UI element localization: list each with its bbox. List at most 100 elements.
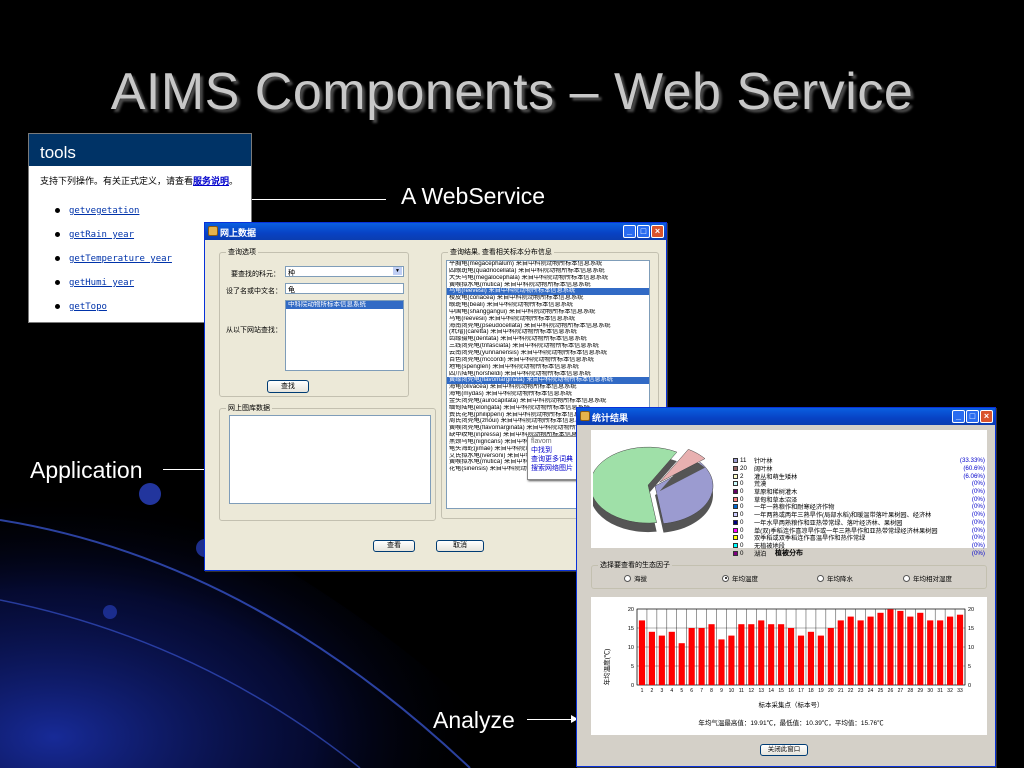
- result-item[interactable]: 乌龟(reevesii) 来自中科院动物所标本信息系统: [449, 315, 576, 322]
- operation-link-gettopo[interactable]: getTopo: [69, 302, 107, 312]
- operation-link-getrain-year[interactable]: getRain_year: [69, 230, 135, 240]
- bar: [937, 620, 944, 685]
- result-item[interactable]: 海龟(mydas) 来自中科院动物所标本信息系统: [449, 391, 573, 398]
- result-item[interactable]: 海南闭壳龟(pseudocellata) 来自中科院动物所标本信息系统: [449, 322, 611, 329]
- result-item[interactable]: 黄喉闭壳龟(flavomarginata) 来自中科院动物所标本信息系统: [449, 425, 613, 432]
- legend-swatch: [733, 535, 738, 541]
- result-item[interactable]: 三线闭壳龟(trifasciata) 来自中科院动物所标本信息系统: [449, 343, 599, 350]
- analysis-titlebar[interactable]: 统计结果 _ □ ×: [577, 408, 995, 425]
- factor-radio-rainfall[interactable]: 年均降水: [817, 573, 853, 583]
- context-menu-item[interactable]: 搜索网络图片: [531, 465, 573, 472]
- result-item[interactable]: 黄缘闭壳龟(flavomarginata) 来自中科院动物所标本信息系统: [447, 377, 649, 385]
- webservice-caption: A WebService: [401, 183, 546, 209]
- close-icon[interactable]: ×: [980, 410, 993, 423]
- result-item[interactable]: 缅甸陆龟(elongata) 来自中科院动物所标本信息系统: [449, 404, 590, 411]
- minimize-icon[interactable]: _: [623, 225, 636, 238]
- bar: [768, 624, 775, 685]
- factor-radio-altitude[interactable]: 海拔: [624, 573, 647, 583]
- application-titlebar[interactable]: 网上数据 _ □ ×: [205, 223, 666, 240]
- x-tick-label: 26: [888, 688, 894, 694]
- name-input[interactable]: 龟: [285, 283, 404, 294]
- pie-title: 植被分布: [775, 550, 803, 557]
- operation-link-gettemperature-year[interactable]: getTemperature_year: [69, 254, 172, 264]
- name-label: 设了名或中文名：: [226, 288, 282, 295]
- x-tick-label: 11: [739, 688, 744, 694]
- result-item[interactable]: 云南闭壳龟(yunnanensis) 来自中科院动物所标本信息系统: [449, 349, 608, 356]
- service-description-link[interactable]: 服务说明: [193, 176, 230, 186]
- operation-link-getvegetation[interactable]: getvegetation: [69, 206, 140, 216]
- x-tick-label: 10: [729, 688, 735, 694]
- result-item[interactable]: 黄喉拟水龟(mutica) 来自中科院动物所标本信息系统: [449, 459, 591, 466]
- result-item[interactable]: 费氏花龟(philippeni) 来自中科院动物所标本信息系统: [449, 411, 593, 418]
- site-listbox[interactable]: 中科院动物所标本信息系统: [285, 300, 404, 371]
- x-tick-label: 31: [937, 688, 943, 694]
- close-icon[interactable]: ×: [651, 225, 664, 238]
- result-item[interactable]: 海龟(olivacea) 来自中科院动物所标本信息系统: [449, 384, 577, 391]
- result-item[interactable]: 平胸龟(megacephalum) 来自中科院动物所标本信息系统: [449, 261, 603, 267]
- query-options-title: 查询选项: [226, 247, 258, 257]
- bar: [807, 631, 815, 685]
- minimize-icon[interactable]: _: [952, 410, 965, 423]
- bar: [728, 635, 735, 685]
- x-tick-label: 28: [908, 688, 914, 694]
- result-item[interactable]: 眼斑龟(beali) 来自中科院动物所标本信息系统: [449, 302, 574, 309]
- result-item[interactable]: 花龟(sinensis) 来自中科院动物所标本信息系统: [449, 466, 577, 473]
- webservice-caption-line: [252, 199, 386, 200]
- result-item[interactable]: 地龟(spengleri) 来自中科院动物所标本信息系统: [449, 363, 579, 370]
- result-item[interactable]: 乌龟(reevesii) 来自中科院动物所标本信息系统: [447, 288, 649, 296]
- result-item[interactable]: 黑颈乌龟(nigricans) 来自中科院动物所标本信息系统: [449, 438, 591, 445]
- result-item[interactable]: 缺甲纹龟(inpressa) 来自中科院动物所标本信息系统: [449, 432, 590, 439]
- operation-item: getvegetation: [55, 199, 251, 223]
- application-caption: Application: [30, 457, 143, 483]
- x-tick-label: 14: [768, 688, 774, 694]
- result-item[interactable]: 黄喉拟水龟(mutica) 来自中科院动物所标本信息系统: [449, 281, 591, 288]
- site-list-item[interactable]: 中科院动物所标本信息系统: [286, 301, 403, 309]
- maximize-icon[interactable]: □: [966, 410, 979, 423]
- close-window-button[interactable]: 关闭此窗口: [760, 744, 808, 756]
- context-menu-item[interactable]: flavom: [531, 438, 552, 445]
- result-item[interactable]: (玳瑁)(caretta) 来自中科院动物所标本信息系统: [449, 329, 577, 336]
- operation-link-gethumi-year[interactable]: getHumi_year: [69, 278, 135, 288]
- results-group: 查询结果, 查看相关标本分布信息: [441, 247, 659, 519]
- result-item[interactable]: 四爪陆龟(horsfieldi) 来自中科院动物所标本信息系统: [449, 370, 591, 377]
- slide-title: AIMS Components – Web Service: [110, 63, 914, 121]
- result-item[interactable]: 龟头海蛇(jimae) 来自中科院动物所标本信息系统: [449, 445, 581, 452]
- search-button[interactable]: 查找: [267, 380, 309, 393]
- view-button[interactable]: 查看: [373, 540, 415, 552]
- result-item[interactable]: 艾氏拟水龟(iversoni) 来自中科院动物所标本信息系统: [449, 452, 594, 459]
- context-menu-item[interactable]: 中找到: [531, 447, 552, 454]
- context-menu-item[interactable]: 查询更多词典: [531, 456, 573, 463]
- maximize-icon[interactable]: □: [637, 225, 650, 238]
- legend-value: 0: [740, 526, 744, 534]
- legend-value: 11: [740, 457, 747, 465]
- window-controls: _ □ ×: [952, 410, 993, 423]
- legend-swatch: [733, 542, 738, 548]
- result-item[interactable]: 金头闭壳龟(aurocapitata) 来自中科院动物所标本信息系统: [449, 397, 607, 404]
- y-tick-label: 0: [631, 683, 634, 689]
- cancel-button[interactable]: 取消: [436, 540, 484, 552]
- result-item[interactable]: 大头乌龟(megalocephala) 来自中科院动物所标本信息系统: [449, 274, 609, 281]
- x-tick-label: 24: [868, 688, 874, 694]
- factor-radio-humidity[interactable]: 年均相对湿度: [903, 573, 952, 583]
- library-data-box[interactable]: [229, 415, 431, 504]
- y-tick-label: 10: [628, 645, 634, 651]
- legend-swatch: [733, 527, 738, 533]
- result-item[interactable]: 棱皮龟(coriacea) 来自中科院动物所标本信息系统: [449, 295, 584, 302]
- site-label: 从以下网站查找：: [226, 327, 282, 334]
- legend-name: 针叶林: [754, 458, 773, 466]
- result-item[interactable]: 齿缘摄龟(dentata) 来自中科院动物所标本信息系统: [449, 336, 587, 343]
- result-item[interactable]: 四眼斑龟(quadriocellata) 来自中科院动物所标本信息系统: [449, 267, 605, 274]
- family-select[interactable]: 种 ▼: [285, 266, 404, 277]
- legend-name: 灌丛和萌生矮林: [754, 473, 798, 481]
- bar: [887, 609, 894, 685]
- result-item[interactable]: 周氏闭壳龟(zhoui) 来自中科院动物所标本信息系统: [449, 418, 588, 425]
- result-item[interactable]: 百色闭壳龟(mccordi) 来自中科院动物所标本信息系统: [449, 356, 595, 363]
- x-tick-label: 9: [720, 688, 723, 694]
- factor-radio-temperature[interactable]: 年均温度: [722, 573, 758, 583]
- x-tick-label: 32: [947, 688, 953, 694]
- result-item[interactable]: 中国龟(shanggangui) 来自中科院动物所标本信息系统: [449, 308, 596, 315]
- x-tick-label: 13: [758, 688, 764, 694]
- analyze-caption-line: [527, 719, 571, 720]
